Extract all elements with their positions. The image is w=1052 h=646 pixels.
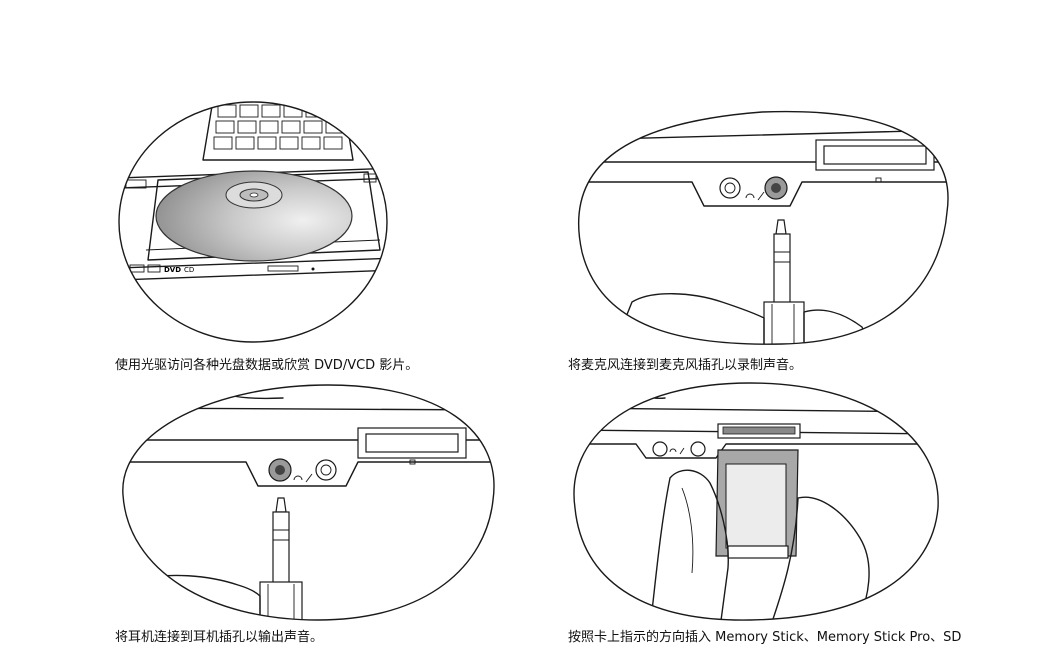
- headphones-illustration: [118, 380, 498, 625]
- caption-memory-card: 按照卡上指示的方向插入 Memory Stick、Memory Stick Pr…: [568, 630, 962, 645]
- optical-disc-icon: [155, 170, 353, 262]
- cd-logo: CD: [184, 266, 194, 274]
- caption-headphones: 将耳机连接到耳机插孔以输出声音。: [115, 630, 324, 645]
- headphone-jack-icon: [719, 177, 741, 199]
- caption-microphone: 将麦克风连接到麦克风插孔以录制声音。: [568, 358, 803, 373]
- memory-card-illustration: [570, 378, 942, 623]
- microphone-illustration: [572, 102, 952, 347]
- optical-drive-illustration: DVD CD: [118, 100, 398, 350]
- dvd-logo: DVD: [164, 266, 181, 274]
- caption-optical-drive: 使用光驱访问各种光盘数据或欣赏 DVD/VCD 影片。: [115, 358, 419, 373]
